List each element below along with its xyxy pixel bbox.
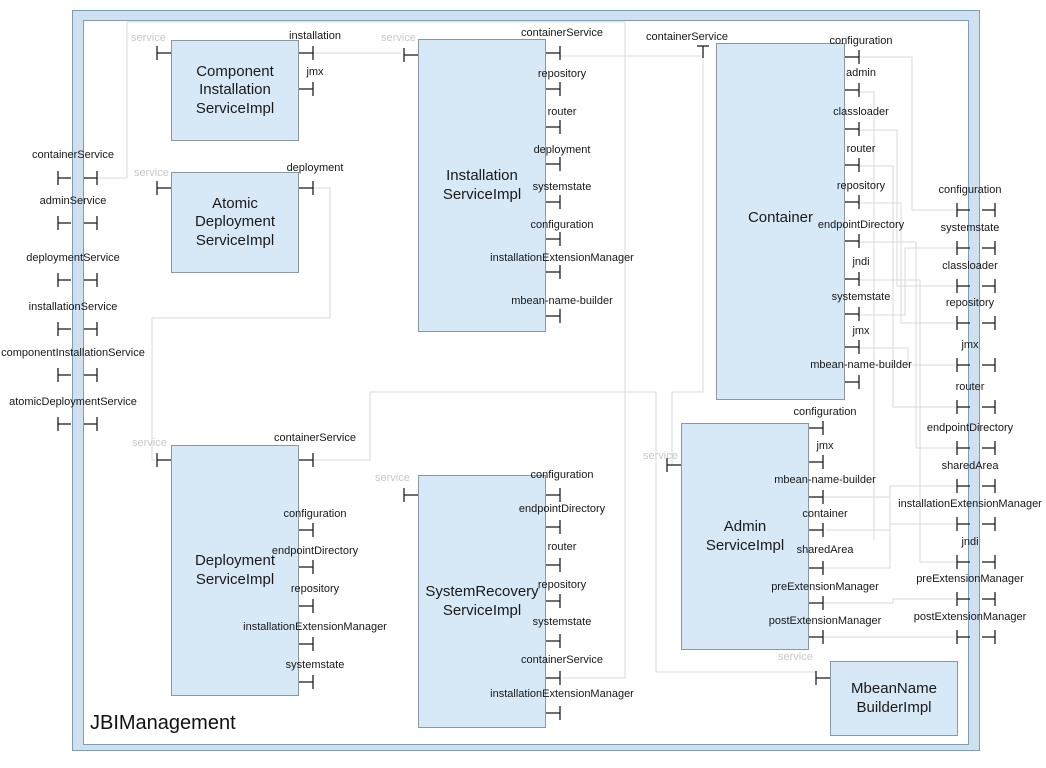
atomic-deployment-service-impl-title-line-2: ServiceImpl [195, 231, 275, 249]
container-title-line-0: Container [747, 209, 814, 226]
container-port-label-configuration: configuration [829, 35, 893, 47]
container-port-label-repository: repository [836, 180, 886, 192]
atomic-deployment-service-impl-port-label-service: service [134, 167, 169, 179]
system-recovery-service-impl-port-label-repository: repository [537, 579, 587, 591]
container-port-label-systemstate: systemstate [831, 291, 891, 303]
installation-service-impl-port-label-repository: repository [537, 68, 587, 80]
container-port-label-containerService: containerService [646, 31, 728, 43]
container-port-label-admin: admin [846, 67, 876, 79]
frame-port-label-containerService: containerService [32, 149, 114, 161]
frame-port-label-preExtensionManager: preExtensionManager [916, 573, 1024, 585]
admin-service-impl-port-label-postExtensionManager: postExtensionManager [768, 615, 882, 627]
frame-port-label-jmx: jmx [961, 339, 979, 351]
admin-service-impl-port-label-jmx: jmx [816, 440, 834, 452]
installation-service-impl-port-label-systemstate: systemstate [532, 181, 592, 193]
system-recovery-service-impl-title-line-1: ServiceImpl [442, 601, 522, 619]
deployment-service-impl-port-label-installationExtensionManager: installationExtensionManager [243, 621, 387, 633]
installation-service-impl-port-label-containerService: containerService [521, 27, 603, 39]
deployment-service-impl-port-label-containerService: containerService [274, 432, 356, 444]
admin-service-impl-port-label-service: service [643, 450, 678, 462]
container-port-label-classloader: classloader [833, 106, 889, 118]
container-box: Container [716, 43, 845, 400]
system-recovery-service-impl-port-label-systemstate: systemstate [532, 616, 592, 628]
installation-service-impl-port-label-configuration: configuration [530, 219, 594, 231]
deployment-service-impl-port-label-service: service [132, 437, 167, 449]
diagram-title: JBIManagement [90, 712, 236, 734]
container-port-label-endpointDirectory: endpointDirectory [817, 219, 905, 231]
system-recovery-service-impl-port-label-router: router [547, 541, 577, 553]
frame-port-label-router: router [955, 381, 985, 393]
container-port-label-jndi: jndi [852, 256, 870, 268]
admin-service-impl-title-line-1: ServiceImpl [705, 536, 785, 554]
atomic-deployment-service-impl-title-line-0: Atomic [212, 195, 258, 213]
frame-port-label-configuration: configuration [938, 184, 1002, 196]
admin-service-impl-title-line-0: Admin [723, 518, 767, 536]
component-installation-service-impl-port-label-installation: installation [289, 30, 341, 42]
frame-port-label-endpointDirectory: endpointDirectory [926, 422, 1014, 434]
deployment-service-impl-port-label-configuration: configuration [283, 508, 347, 520]
installation-service-impl-port-label-installationExtensionManager: installationExtensionManager [490, 252, 634, 264]
deployment-service-impl-port-label-repository: repository [290, 583, 340, 595]
container-port-label-mbean-name-builder: mbean-name-builder [810, 359, 912, 371]
system-recovery-service-impl-port-label-configuration: configuration [530, 469, 594, 481]
deployment-service-impl-port-label-systemstate: systemstate [285, 659, 345, 671]
mbean-name-builder-impl-port-label-service: service [778, 651, 813, 663]
frame-port-label-adminService: adminService [39, 195, 107, 207]
system-recovery-service-impl-port-label-endpointDirectory: endpointDirectory [518, 503, 606, 515]
mbean-name-builder-impl-title-line-0: MbeanName [851, 680, 937, 698]
frame-port-label-jndi: jndi [961, 536, 979, 548]
frame-port-label-deploymentService: deploymentService [26, 252, 120, 264]
component-installation-service-impl-title-line-2: ServiceImpl [195, 99, 275, 117]
mbean-name-builder-impl-title-line-1: BuilderImpl [856, 698, 932, 716]
frame-port-label-installationService: installationService [28, 301, 118, 313]
frame-port-label-installationExtensionManager: installationExtensionManager [898, 498, 1042, 510]
component-installation-service-impl-title-line-1: Installation [199, 81, 271, 99]
frame-port-label-sharedArea: sharedArea [941, 460, 999, 472]
system-recovery-service-impl-port-label-service: service [375, 472, 410, 484]
installation-service-impl-title-line-0: Installation [446, 167, 518, 185]
system-recovery-service-impl-title-line-0: SystemRecovery [425, 583, 539, 601]
atomic-deployment-service-impl-port-label-deployment: deployment [286, 162, 344, 174]
frame-port-label-repository: repository [945, 297, 995, 309]
deployment-service-impl-title-line-0: Deployment [194, 552, 276, 570]
admin-service-impl-port-label-preExtensionManager: preExtensionManager [771, 581, 879, 593]
frame-port-label-classloader: classloader [942, 260, 998, 272]
frame-port-label-componentInstallationService: componentInstallationService [1, 347, 145, 359]
system-recovery-service-impl-port-label-installationExtensionManager: installationExtensionManager [490, 688, 634, 700]
installation-service-impl-port-label-deployment: deployment [533, 144, 591, 156]
component-installation-service-impl-port-label-service: service [131, 32, 166, 44]
frame-port-label-atomicDeploymentService: atomicDeploymentService [9, 396, 137, 408]
admin-service-impl-port-label-configuration: configuration [793, 406, 857, 418]
deployment-service-impl-title-line-1: ServiceImpl [195, 570, 275, 588]
container-port-label-jmx: jmx [852, 325, 870, 337]
system-recovery-service-impl-port-label-containerService: containerService [521, 654, 603, 666]
admin-service-impl-port-label-sharedArea: sharedArea [796, 544, 854, 556]
installation-service-impl-title-line-1: ServiceImpl [442, 185, 522, 203]
container-port-label-router: router [846, 143, 876, 155]
component-installation-service-impl-port-label-jmx: jmx [306, 66, 324, 78]
frame-port-label-postExtensionManager: postExtensionManager [913, 611, 1027, 623]
frame-port-label-systemstate: systemstate [940, 222, 1000, 234]
deployment-service-impl-port-label-endpointDirectory: endpointDirectory [271, 545, 359, 557]
component-installation-service-impl-title-line-0: Component [196, 63, 274, 81]
installation-service-impl-port-label-mbean-name-builder: mbean-name-builder [511, 295, 613, 307]
installation-service-impl-port-label-service: service [381, 32, 416, 44]
admin-service-impl-port-label-container: container [802, 508, 848, 520]
admin-service-impl-port-label-mbean-name-builder: mbean-name-builder [774, 474, 876, 486]
atomic-deployment-service-impl-title-line-1: Deployment [194, 213, 276, 231]
installation-service-impl-port-label-router: router [547, 106, 577, 118]
